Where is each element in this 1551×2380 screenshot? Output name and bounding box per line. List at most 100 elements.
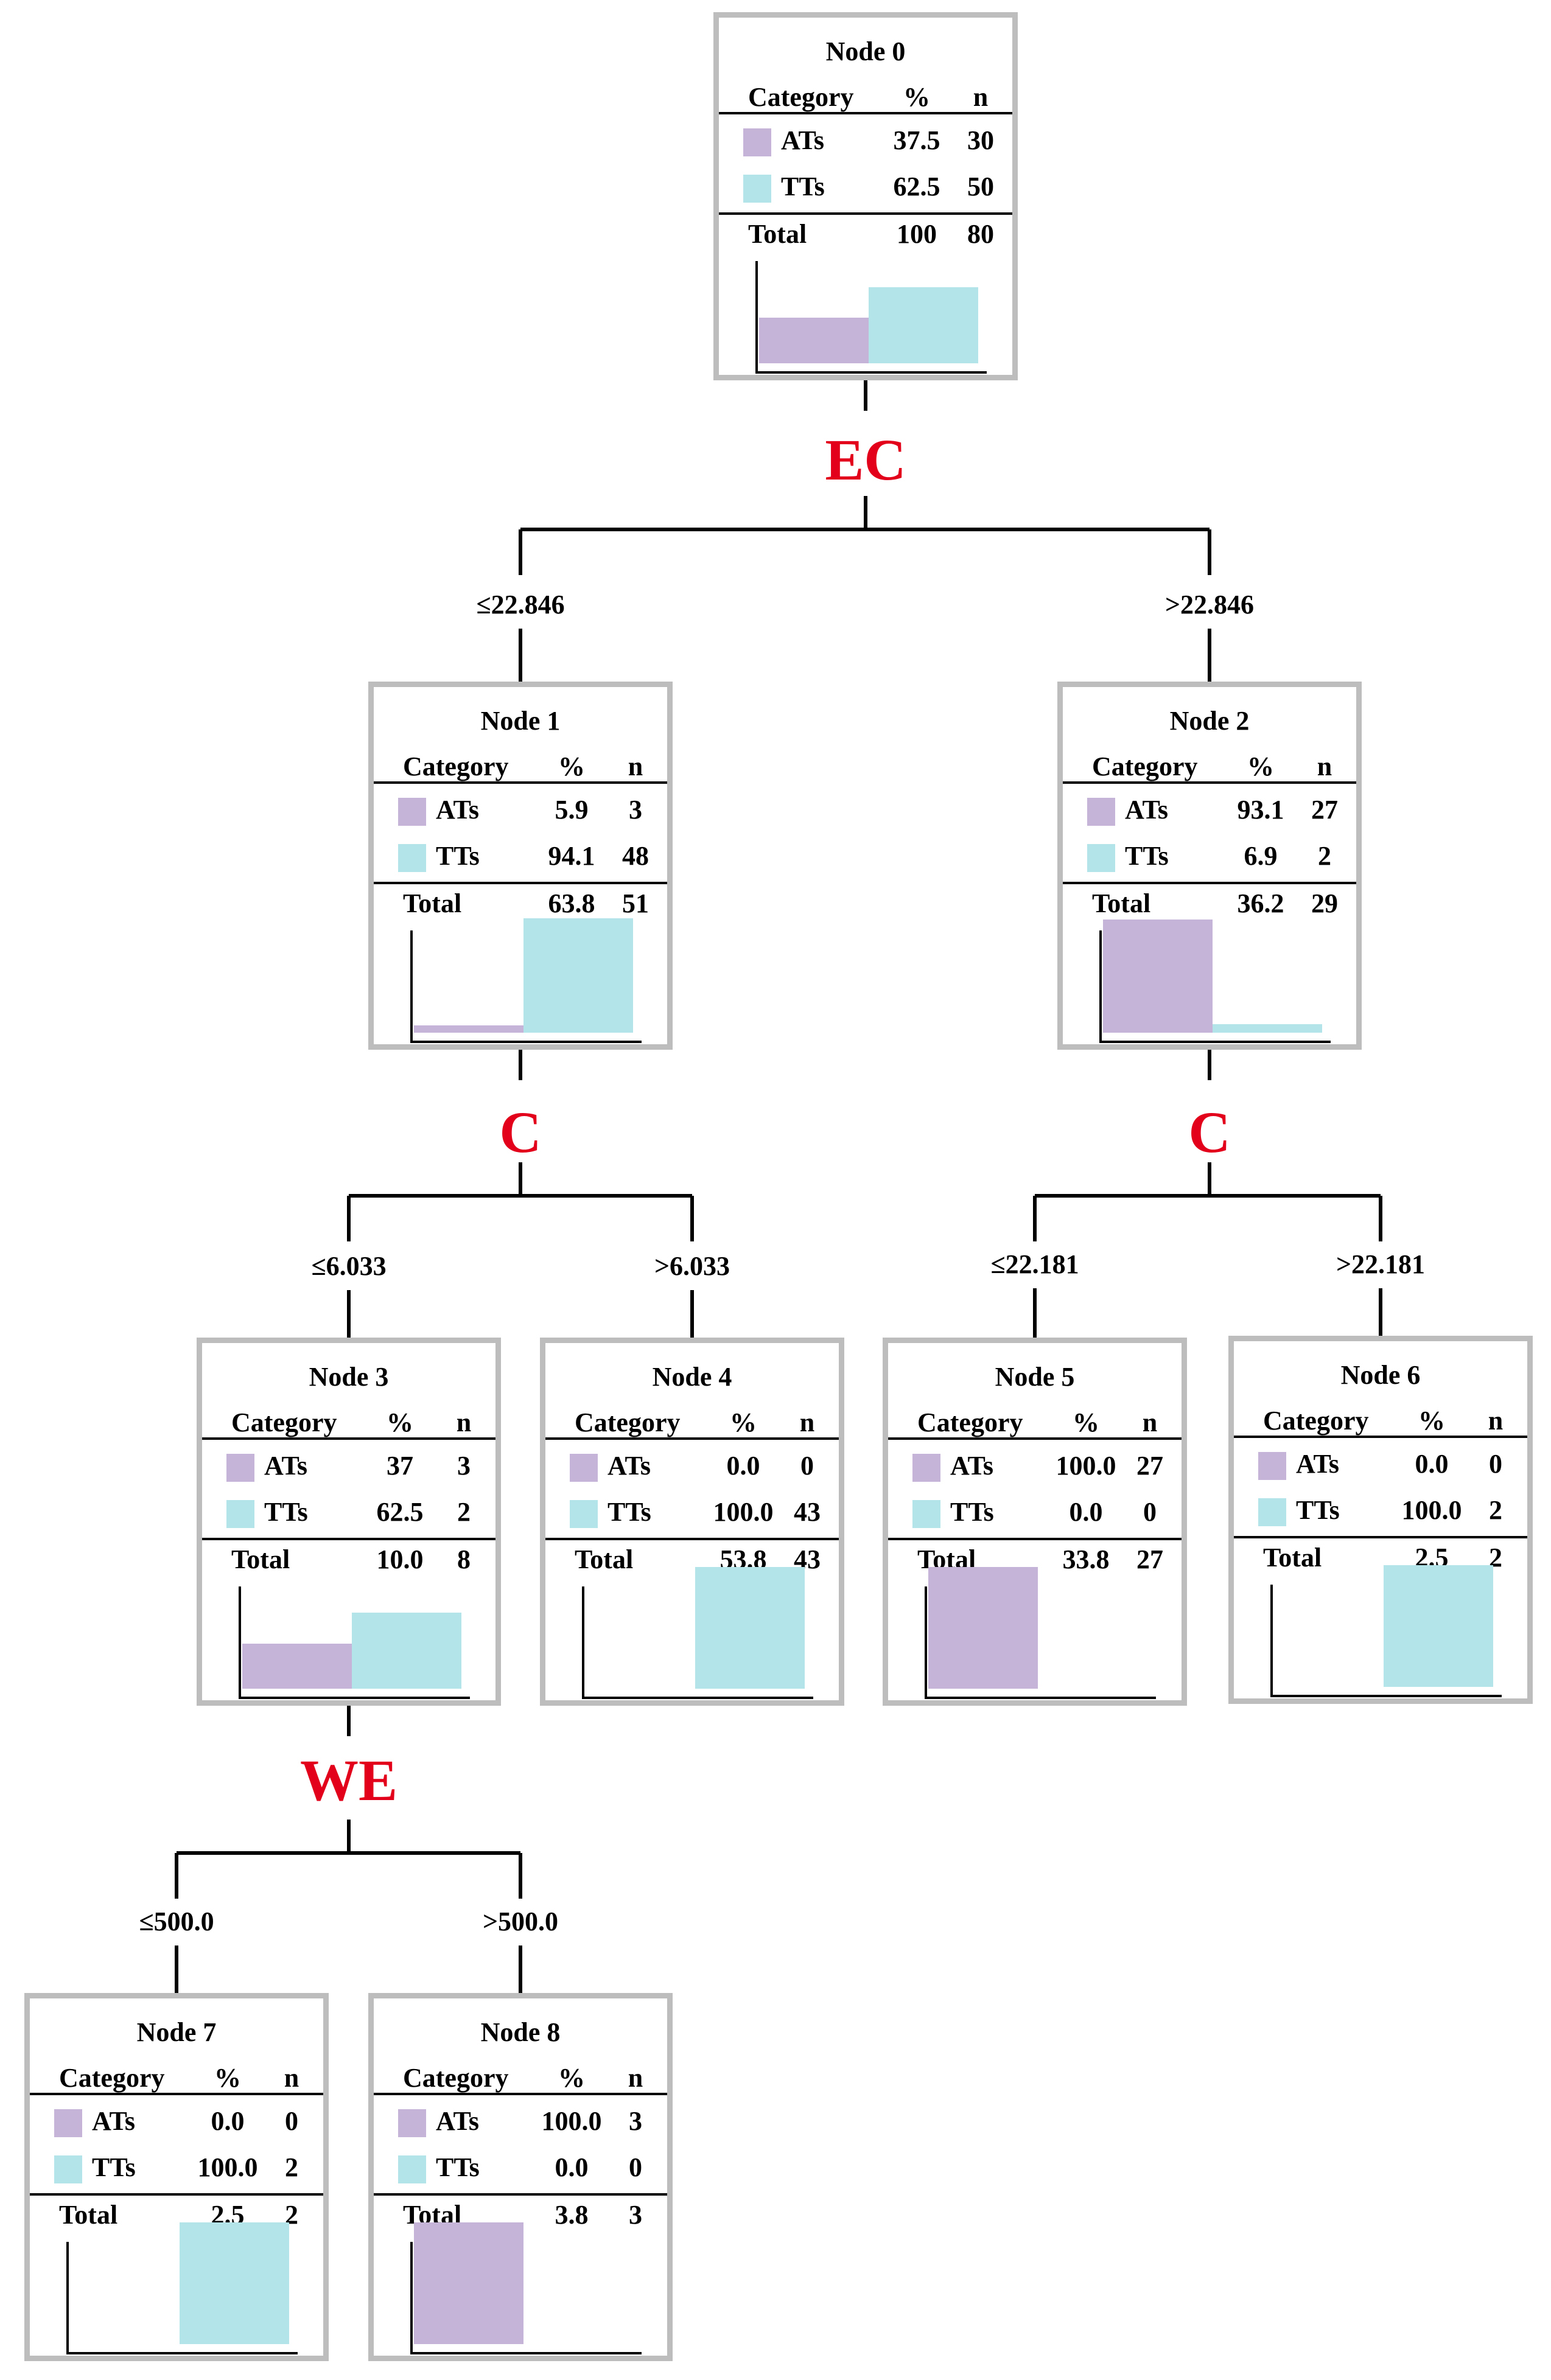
header-n: n: [973, 82, 989, 112]
node-title: Node 2: [1169, 706, 1250, 736]
total-count: 27: [1136, 1544, 1163, 1574]
category-percent: 100.0: [1056, 1451, 1116, 1481]
category-percent: 100.0: [541, 2106, 602, 2136]
node-title: Node 1: [480, 706, 561, 736]
histogram-x-axis: [66, 2352, 298, 2354]
category-percent: 94.1: [548, 841, 595, 871]
header-n: n: [1317, 752, 1332, 781]
header-percent: %: [558, 752, 585, 781]
histogram-y-axis: [1099, 930, 1102, 1043]
total-percent: 3.8: [555, 2200, 589, 2230]
histogram-y-axis: [239, 1586, 241, 1699]
category-name: ATs: [781, 125, 824, 155]
category-percent: 0.0: [211, 2106, 245, 2136]
header-percent: %: [730, 1408, 757, 1437]
total-divider: [30, 2193, 323, 2196]
total-divider: [202, 1538, 495, 1540]
histogram-x-axis: [755, 371, 987, 374]
header-percent: %: [214, 2063, 241, 2093]
histogram-bar-tts: [869, 287, 978, 363]
category-count: 3: [629, 795, 642, 825]
header-percent: %: [1247, 752, 1274, 781]
category-count: 0: [1143, 1497, 1157, 1527]
total-count: 80: [967, 219, 994, 249]
category-name: ATs: [1125, 795, 1168, 825]
edge-label-left: ≤22.181: [990, 1249, 1079, 1279]
histogram-x-axis: [925, 1697, 1156, 1699]
header-n: n: [628, 752, 643, 781]
histogram-bar-ats: [759, 318, 869, 363]
category-name: TTs: [1125, 841, 1169, 871]
category-percent: 5.9: [555, 795, 589, 825]
category-count: 2: [457, 1497, 471, 1527]
total-label: Total: [59, 2200, 118, 2230]
category-swatch: [398, 2155, 426, 2183]
header-percent: %: [903, 82, 930, 112]
category-name: ATs: [436, 795, 479, 825]
category-swatch: [912, 1500, 940, 1528]
total-divider: [374, 882, 667, 884]
category-swatch: [398, 2109, 426, 2137]
edge-label-left: ≤22.846: [476, 590, 565, 619]
histogram-y-axis: [755, 261, 758, 374]
split-variable-label: WE: [299, 1748, 398, 1813]
category-name: TTs: [436, 2152, 480, 2182]
total-label: Total: [1092, 888, 1151, 918]
total-percent: 63.8: [548, 888, 595, 918]
total-percent: 10.0: [376, 1544, 424, 1574]
histogram-bar-tts: [1213, 1024, 1322, 1033]
category-count: 27: [1136, 1451, 1163, 1481]
histogram-y-axis: [410, 930, 413, 1043]
histogram-x-axis: [410, 2352, 642, 2354]
category-name: ATs: [264, 1451, 307, 1481]
header-category: Category: [917, 1408, 1023, 1437]
category-percent: 0.0: [555, 2152, 589, 2182]
edge-label-left: ≤6.033: [311, 1251, 387, 1281]
node-header-row: Category%n: [374, 2062, 667, 2095]
category-name: ATs: [436, 2106, 479, 2136]
histogram-bar-ats: [928, 1567, 1038, 1689]
split-variable-label: C: [499, 1100, 542, 1165]
category-count: 2: [1318, 841, 1331, 871]
category-swatch: [226, 1500, 254, 1528]
histogram-x-axis: [582, 1697, 813, 1699]
category-count: 0: [800, 1451, 814, 1481]
histogram-x-axis: [1270, 1695, 1502, 1697]
category-name: TTs: [436, 841, 480, 871]
histogram-x-axis: [410, 1041, 642, 1043]
total-count: 2: [285, 2200, 298, 2230]
total-label: Total: [231, 1544, 290, 1574]
category-swatch: [570, 1454, 598, 1482]
edge-label-left: ≤500.0: [139, 1907, 214, 1936]
category-swatch: [1087, 844, 1115, 872]
category-name: TTs: [92, 2152, 136, 2182]
histogram-bar-tts: [352, 1613, 461, 1689]
category-percent: 0.0: [1415, 1449, 1449, 1479]
histogram-y-axis: [582, 1586, 584, 1699]
category-swatch: [743, 128, 771, 156]
category-swatch: [1258, 1498, 1286, 1526]
total-divider: [719, 212, 1012, 215]
total-label: Total: [403, 888, 462, 918]
total-divider: [1063, 882, 1356, 884]
total-percent: 100: [897, 219, 937, 249]
histogram-y-axis: [66, 2242, 69, 2354]
split-variable-label: EC: [825, 427, 906, 492]
category-row: ATs 5.9 3: [374, 789, 667, 826]
